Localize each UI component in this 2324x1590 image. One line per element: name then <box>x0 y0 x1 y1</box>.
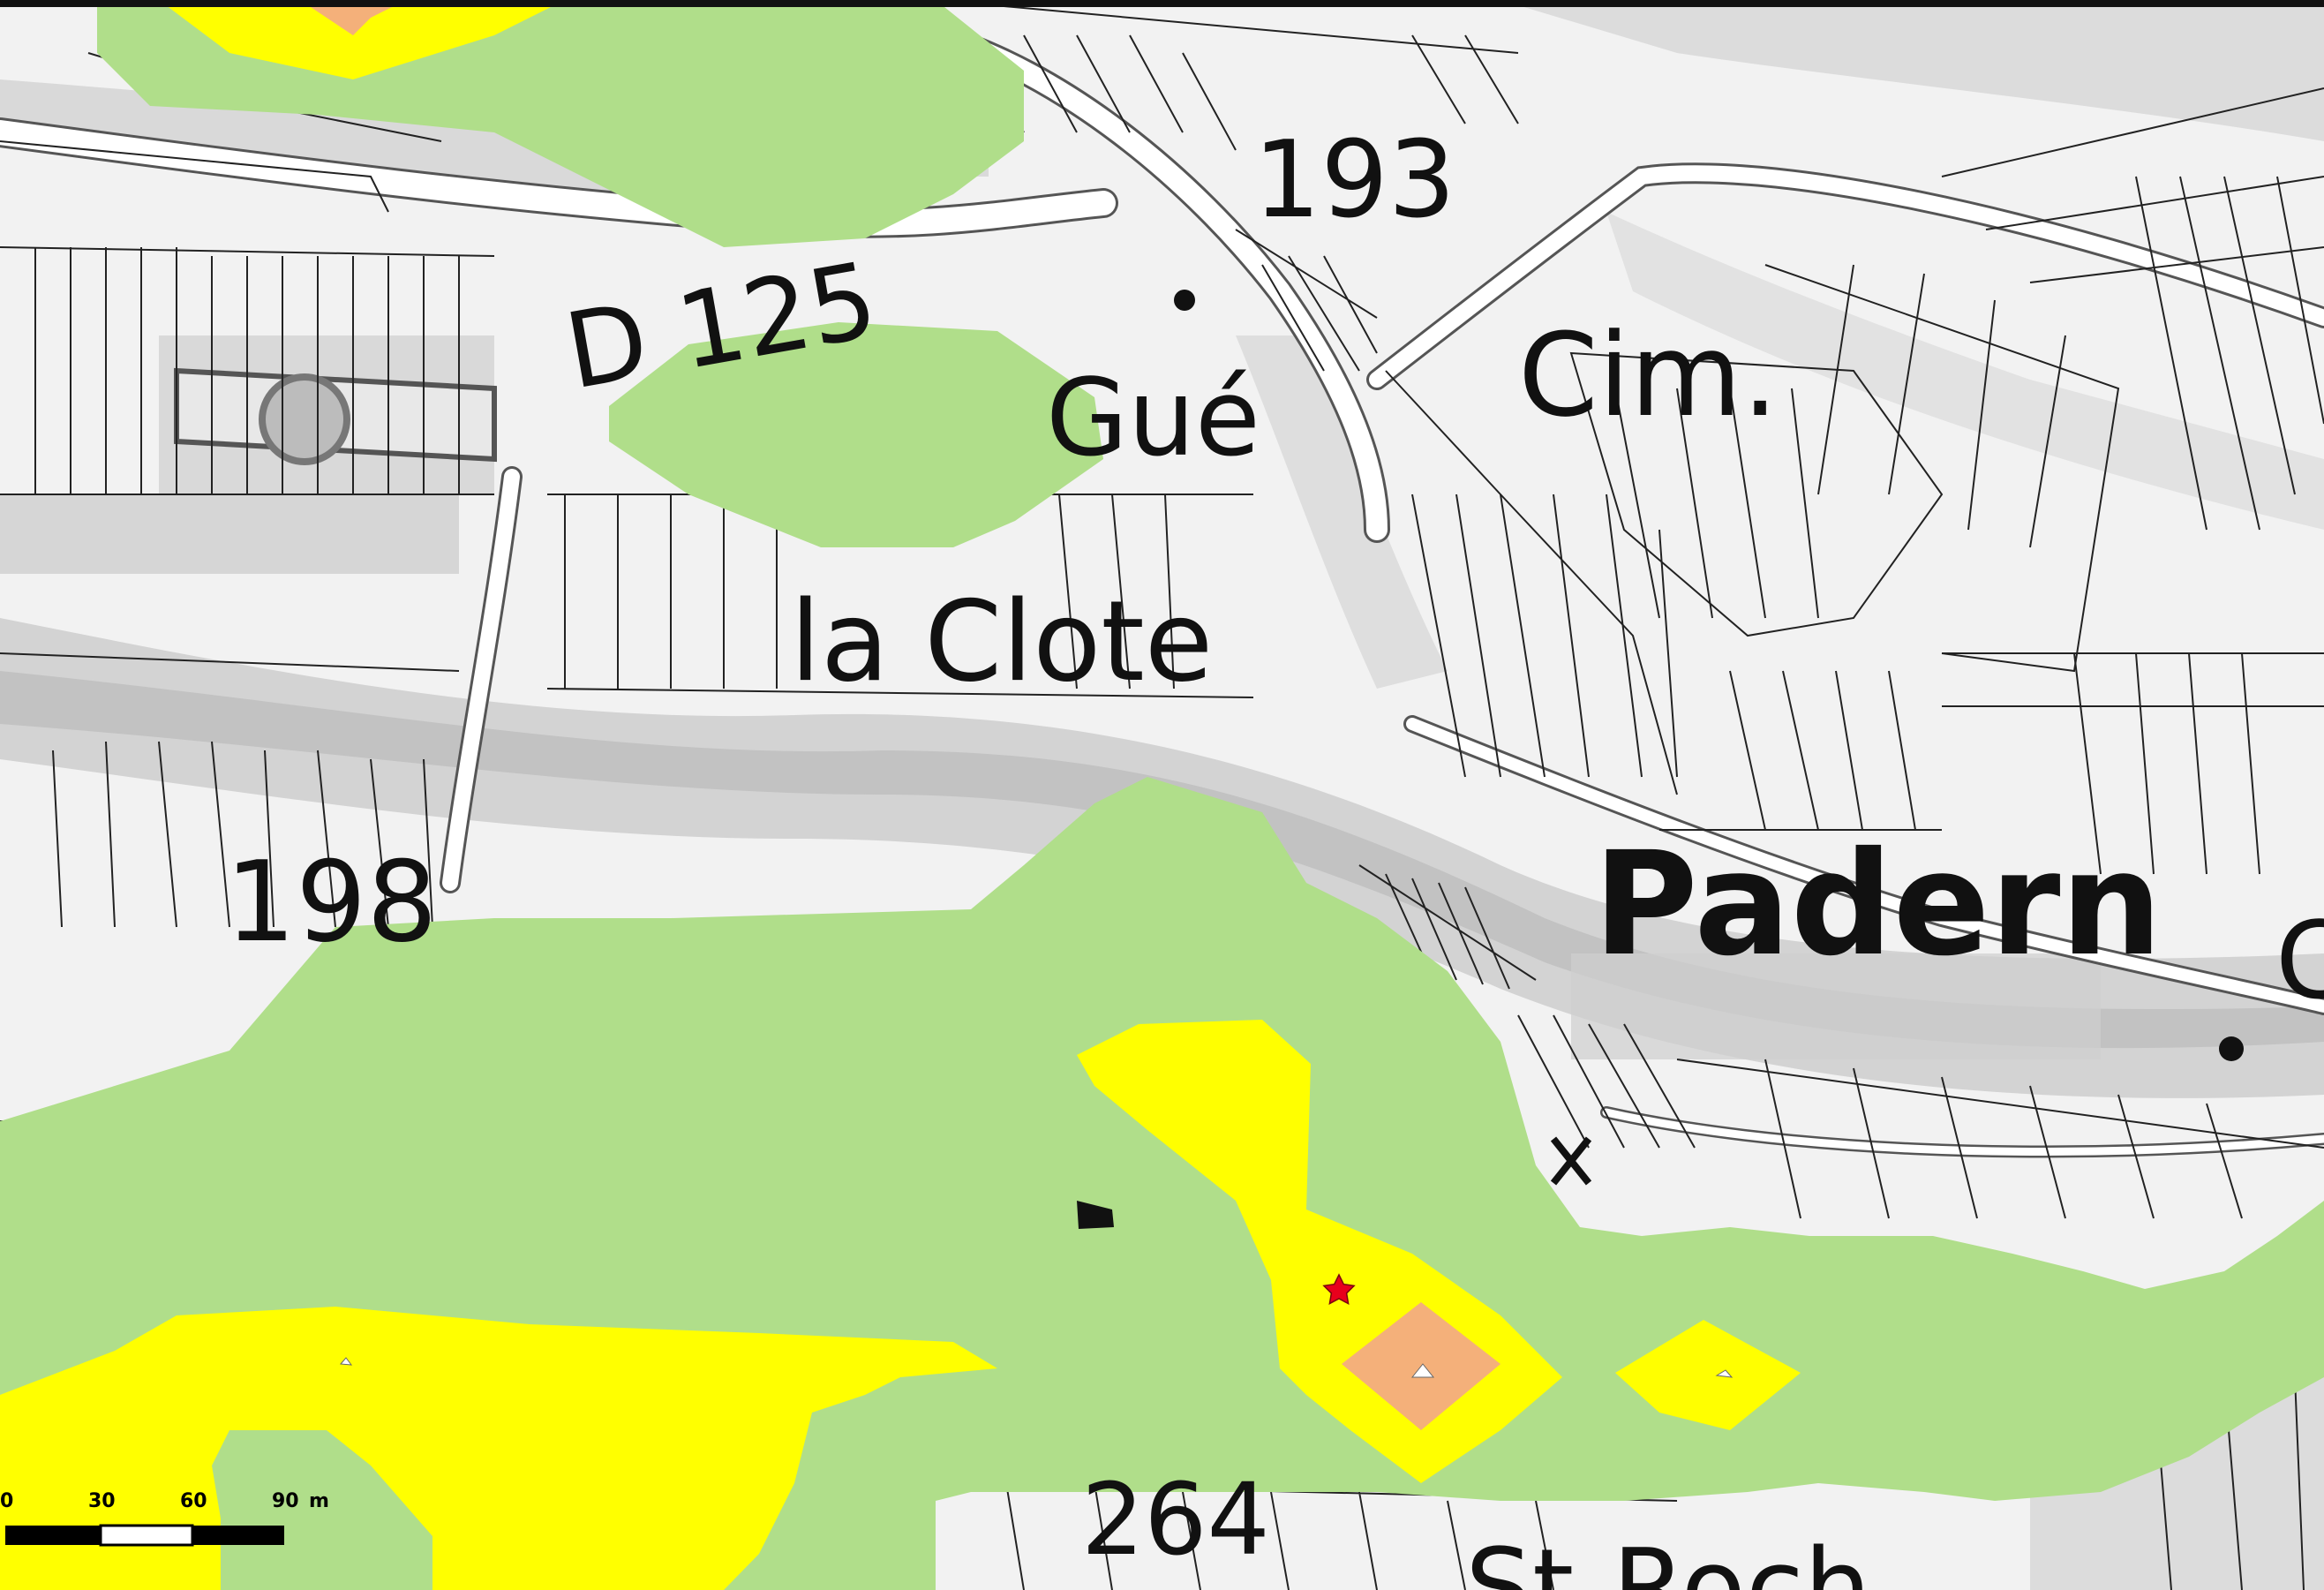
label-elev-193: 193 <box>1253 119 1455 242</box>
scale-segment-1 <box>5 1526 101 1545</box>
label-elev-264: 264 <box>1081 1463 1270 1578</box>
label-c-partial: C <box>2275 900 2324 1023</box>
label-padern: Padern <box>1593 822 2162 988</box>
label-la-clote: la Clote <box>790 576 1213 706</box>
scale-tick-60: 60 <box>180 1490 207 1512</box>
scale-tick-90: 90 <box>272 1490 299 1512</box>
label-gue: Gué <box>1046 358 1260 480</box>
labels-layer: D 125 193 Gué Cim. la Clote 198 Padern C… <box>225 119 2324 1590</box>
label-cim: Cim. <box>1518 308 1779 442</box>
map-symbols <box>1077 290 2244 1229</box>
scale-segment-2 <box>99 1524 194 1547</box>
scale-tick-30: 30 <box>88 1490 116 1512</box>
scale-tick-0: 0 <box>0 1490 13 1512</box>
building-marks <box>339 1357 1734 1378</box>
label-st-roch: St-Roch <box>1465 1527 1871 1590</box>
label-elev-198: 198 <box>225 837 438 967</box>
scale-segment-3 <box>192 1526 284 1545</box>
scale-unit: m <box>309 1490 329 1512</box>
star-marker-icon[interactable] <box>1322 1273 1356 1305</box>
map-frame-top <box>0 0 2324 7</box>
scale-bar: 0 30 60 90 m <box>0 1490 329 1547</box>
